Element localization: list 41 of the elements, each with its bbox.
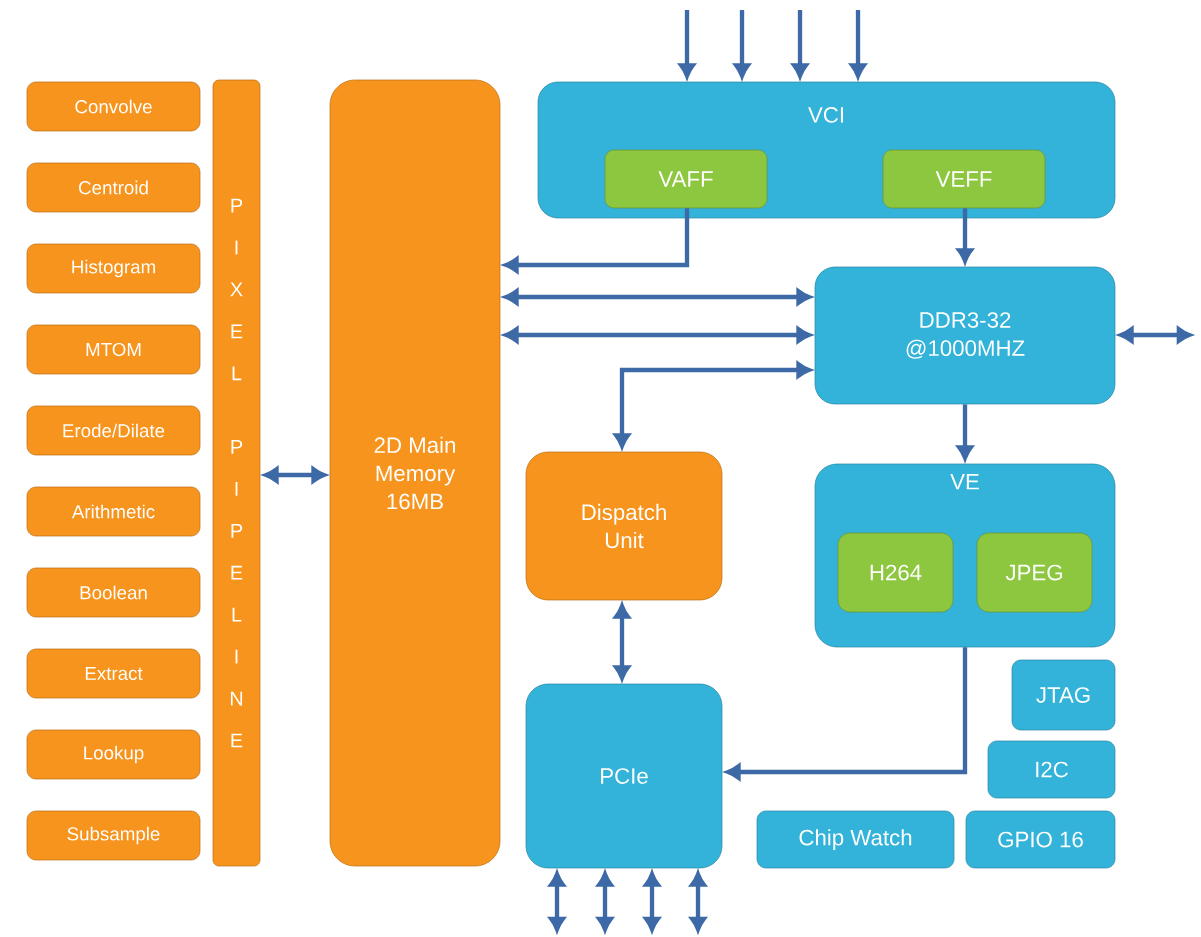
sub-module-box: JPEG xyxy=(976,532,1093,613)
arrow xyxy=(1118,326,1192,344)
arrow xyxy=(548,871,566,932)
module-box: DDR3-32 @1000MHZ xyxy=(814,266,1116,405)
sub-module-box: VEFF xyxy=(882,149,1046,209)
memory-block: 2D Main Memory 16MB xyxy=(329,79,501,867)
sub-module-box: H264 xyxy=(837,532,954,613)
sub-module-box: VAFF xyxy=(604,149,768,209)
arrow xyxy=(263,466,327,484)
module-box: Dispatch Unit xyxy=(525,451,723,601)
arrow xyxy=(689,871,707,932)
arrow xyxy=(956,208,974,264)
arrow xyxy=(503,208,690,274)
arrow xyxy=(643,871,661,932)
arrow xyxy=(791,10,809,79)
pipeline-stage-box: Extract xyxy=(26,648,201,699)
pipeline-stage-box: MTOM xyxy=(26,324,201,375)
arrow xyxy=(503,288,812,306)
arrow xyxy=(596,871,614,932)
pipeline-stage-box: Lookup xyxy=(26,729,201,780)
arrow xyxy=(956,404,974,461)
pipeline-stage-box: Convolve xyxy=(26,81,201,132)
pipeline-stage-box: Centroid xyxy=(26,162,201,213)
arrow xyxy=(725,647,968,781)
pipeline-bar: P I X E L P I P E L I N E xyxy=(212,79,261,867)
module-box: JTAG xyxy=(1011,659,1116,731)
arrow xyxy=(613,603,631,681)
arrow xyxy=(613,361,812,449)
pipeline-stage-box: Subsample xyxy=(26,810,201,861)
arrow xyxy=(849,10,867,79)
pipeline-stage-box: Boolean xyxy=(26,567,201,618)
module-box: Chip Watch xyxy=(756,810,955,869)
pipeline-stage-box: Arithmetic xyxy=(26,486,201,537)
pipeline-stage-box: Erode/Dilate xyxy=(26,405,201,456)
pipeline-stage-box: Histogram xyxy=(26,243,201,294)
arrow xyxy=(733,10,751,79)
module-box: GPIO 16 xyxy=(965,810,1116,869)
arrow xyxy=(678,10,696,79)
module-box: PCIe xyxy=(525,683,723,869)
arrow xyxy=(503,326,812,344)
module-box: I2C xyxy=(987,740,1116,799)
